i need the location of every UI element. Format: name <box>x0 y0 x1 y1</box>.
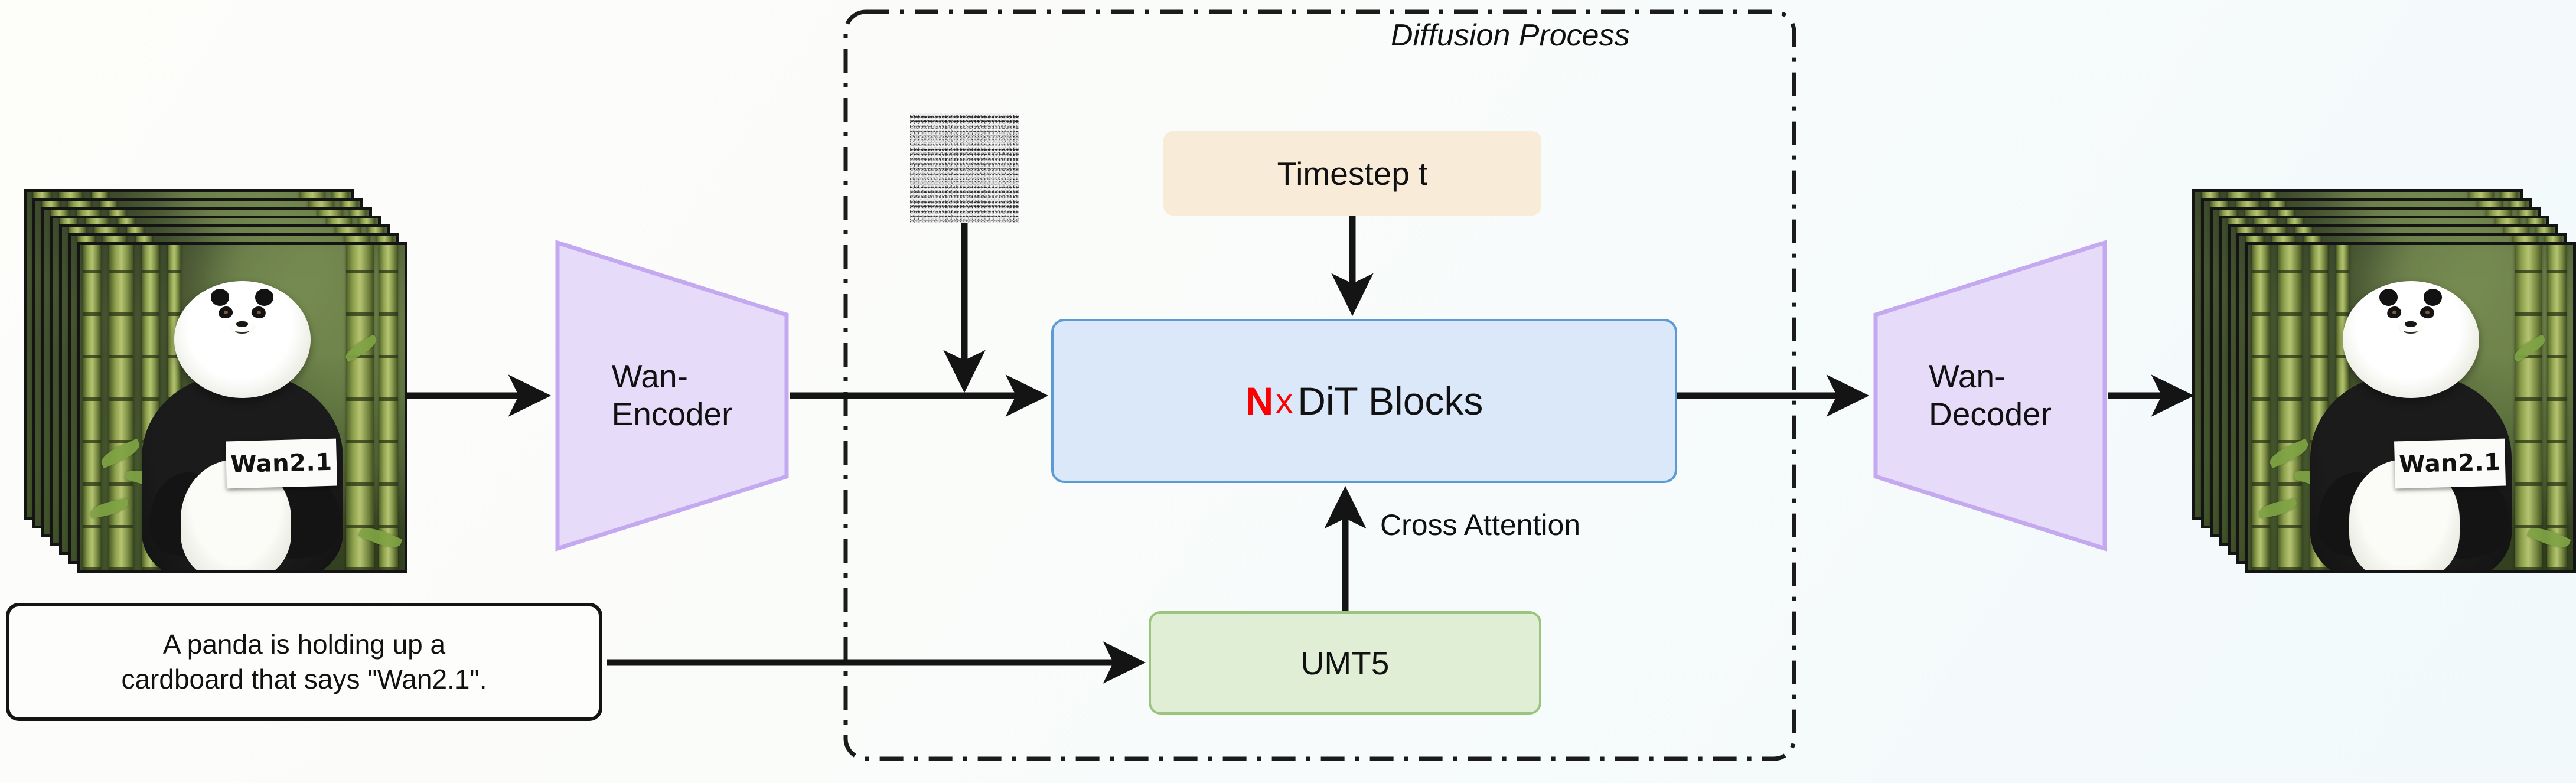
wan-decoder-node[interactable]: Wan- Decoder <box>1872 239 2108 552</box>
umt5-label: UMT5 <box>1300 644 1390 681</box>
trapezoid-shape <box>555 240 789 552</box>
prompt-line1: A panda is holding up a <box>162 629 446 660</box>
diffusion-process-region <box>843 9 1796 761</box>
video-frame-front: Wan2.1 <box>77 242 407 573</box>
sign-text: Wan2.1 <box>2398 448 2501 479</box>
dit-multiplier: N <box>1245 379 1274 423</box>
wan-decoder-label: Wan- Decoder <box>1929 358 2052 433</box>
panda-head <box>2342 280 2479 398</box>
output-video-frame-stack: Wan2.1 <box>2192 189 2576 573</box>
cardboard-sign: Wan2.1 <box>2394 438 2506 489</box>
encoder-line2: Encoder <box>611 396 733 432</box>
diffusion-process-label: Diffusion Process <box>1391 18 1630 53</box>
wan-encoder-label: Wan- Encoder <box>612 358 733 433</box>
cardboard-sign: Wan2.1 <box>225 438 337 489</box>
input-video-frame-stack: Wan2.1 <box>24 189 413 573</box>
cross-attention-label: Cross Attention <box>1380 508 1581 541</box>
video-frame-front: Wan2.1 <box>2245 242 2576 573</box>
sign-text: Wan2.1 <box>230 448 332 479</box>
decoder-line2: Decoder <box>1929 396 2052 432</box>
dit-times-symbol: x <box>1276 381 1293 420</box>
timestep-label: Timestep t <box>1277 155 1428 192</box>
trapezoid-shape <box>1873 240 2107 552</box>
gaussian-noise-patch <box>910 113 1019 223</box>
prompt-line2: cardboard that says "Wan2.1". <box>121 664 487 694</box>
timestep-node[interactable]: Timestep t <box>1163 131 1541 216</box>
text-prompt-box[interactable]: A panda is holding up a cardboard that s… <box>6 603 602 721</box>
decoder-line1: Wan- <box>1929 358 2006 395</box>
panda-head <box>174 280 311 398</box>
dit-blocks-label: DiT Blocks <box>1297 379 1483 423</box>
umt5-text-encoder-node[interactable]: UMT5 <box>1149 611 1541 715</box>
wan-encoder-node[interactable]: Wan- Encoder <box>554 239 790 552</box>
encoder-line1: Wan- <box>611 358 688 395</box>
